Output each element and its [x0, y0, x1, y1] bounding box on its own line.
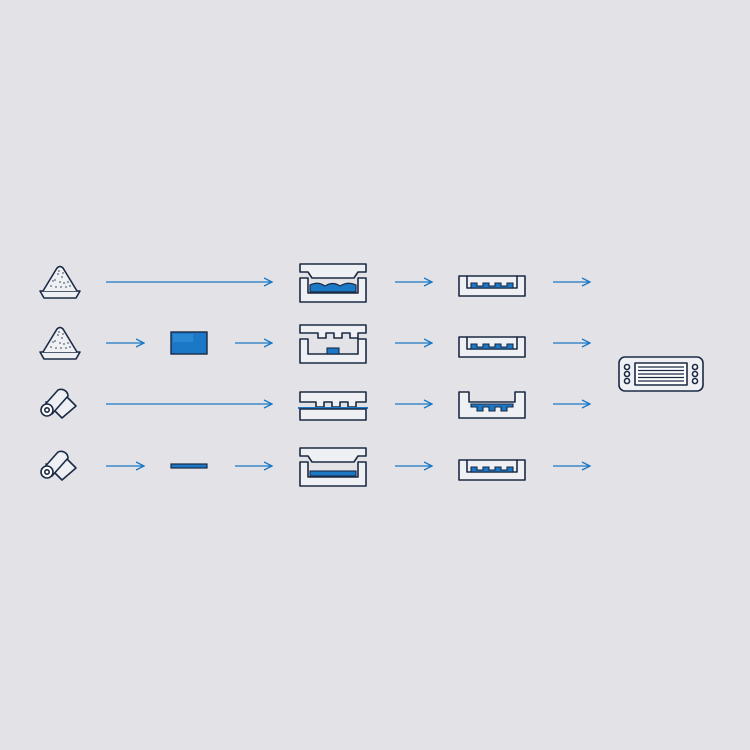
powder-icon — [39, 265, 81, 299]
molded-part-flat-icon — [458, 459, 526, 481]
molded-part-flat-icon — [458, 336, 526, 358]
press-open-sheet-icon — [299, 447, 367, 487]
press-open-block-icon — [299, 324, 367, 364]
press-closed-powder-icon — [299, 263, 367, 303]
press-closed-film-icon — [298, 391, 368, 421]
film-roll-icon — [40, 388, 77, 419]
blue-block-preform-icon — [170, 331, 208, 355]
molded-part-recessed-icon — [458, 391, 526, 419]
powder-icon — [39, 326, 81, 360]
thin-sheet-preform-icon — [170, 463, 208, 469]
molded-part-flat-icon — [458, 275, 526, 297]
bipolar-plate-icon — [618, 356, 704, 392]
film-roll-icon — [40, 450, 77, 481]
